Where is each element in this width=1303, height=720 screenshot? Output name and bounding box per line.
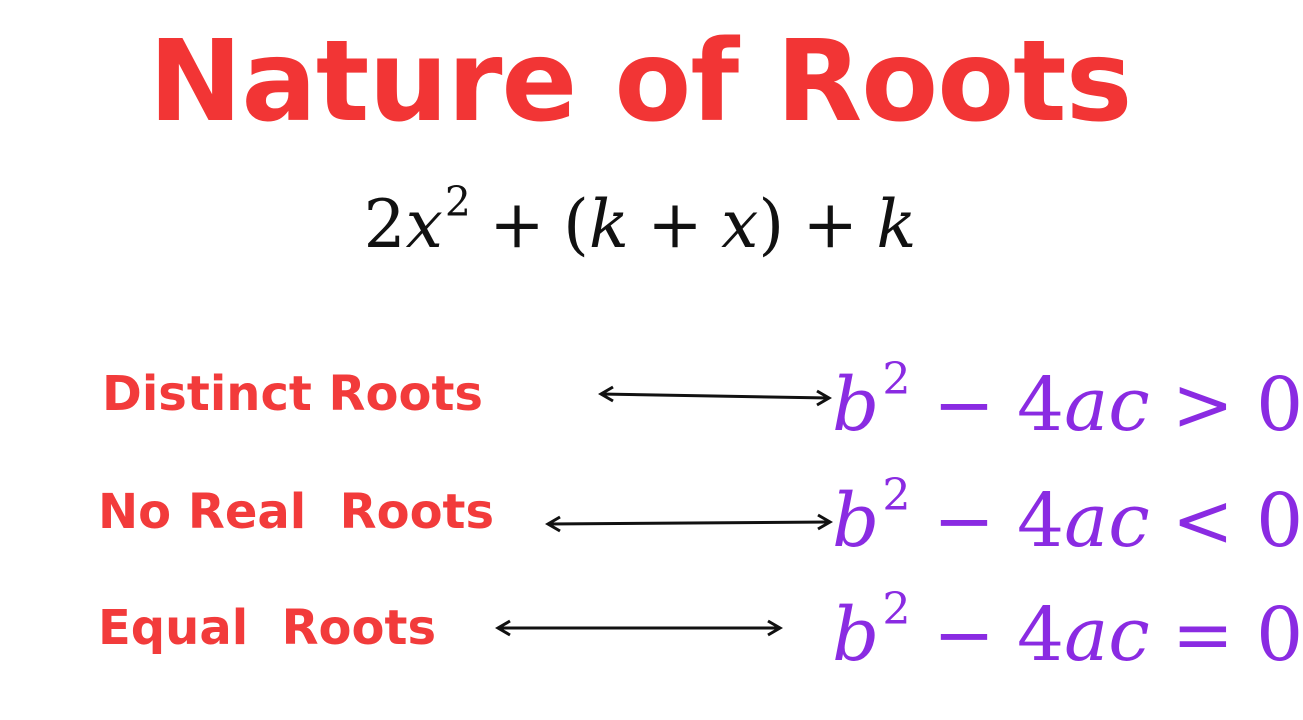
cond-rhs: 0 <box>1256 592 1303 678</box>
condition-equal-zero: b2−4ac= 0 <box>832 584 1303 678</box>
label-distinct-roots: Distinct Roots <box>102 366 483 422</box>
cond-minus: − <box>932 362 995 448</box>
cond-relation: > <box>1171 362 1234 448</box>
cond-minus: − <box>932 478 995 564</box>
cond-coefficient: 4 <box>1017 362 1065 448</box>
cond-b: b <box>832 478 880 564</box>
eq-variable-k-2: k <box>876 186 917 263</box>
page-title: Nature of Roots <box>148 17 1133 147</box>
eq-variable-k: k <box>588 186 629 263</box>
quadratic-expression: 2x2+(k+x)+k <box>0 178 1280 264</box>
eq-plus-3: + <box>802 186 858 263</box>
eq-variable-x: x <box>405 186 443 263</box>
cond-b: b <box>832 362 880 448</box>
eq-variable-x-2: x <box>721 186 759 263</box>
cond-exponent: 2 <box>882 584 911 636</box>
condition-less-than-zero: b2−4ac<0 <box>832 470 1303 564</box>
eq-coefficient: 2 <box>363 186 406 263</box>
cond-minus: − <box>932 592 995 678</box>
cond-exponent: 2 <box>882 354 911 406</box>
eq-exponent: 2 <box>444 178 471 227</box>
double-headed-arrow-icon <box>495 619 783 637</box>
label-equal-roots: Equal Roots <box>98 600 437 656</box>
eq-plus-1: + <box>489 186 545 263</box>
eq-open-paren: ( <box>563 186 589 263</box>
cond-exponent: 2 <box>882 470 911 522</box>
cond-ac: ac <box>1064 362 1150 448</box>
cond-relation: = <box>1171 592 1234 678</box>
cond-coefficient: 4 <box>1017 478 1065 564</box>
cond-rhs: 0 <box>1256 478 1303 564</box>
cond-relation: < <box>1171 478 1234 564</box>
cond-b: b <box>832 592 880 678</box>
double-headed-arrow-icon <box>598 385 832 407</box>
double-headed-arrow-icon <box>545 513 833 533</box>
cond-rhs: 0 <box>1256 362 1303 448</box>
eq-close-paren: ) <box>758 186 785 263</box>
cond-coefficient: 4 <box>1017 592 1065 678</box>
label-no-real-roots: No Real Roots <box>98 484 495 540</box>
cond-ac: ac <box>1064 592 1150 678</box>
condition-greater-than-zero: b2−4ac>0 <box>832 354 1303 448</box>
eq-plus-2: + <box>647 186 703 263</box>
cond-ac: ac <box>1064 478 1150 564</box>
